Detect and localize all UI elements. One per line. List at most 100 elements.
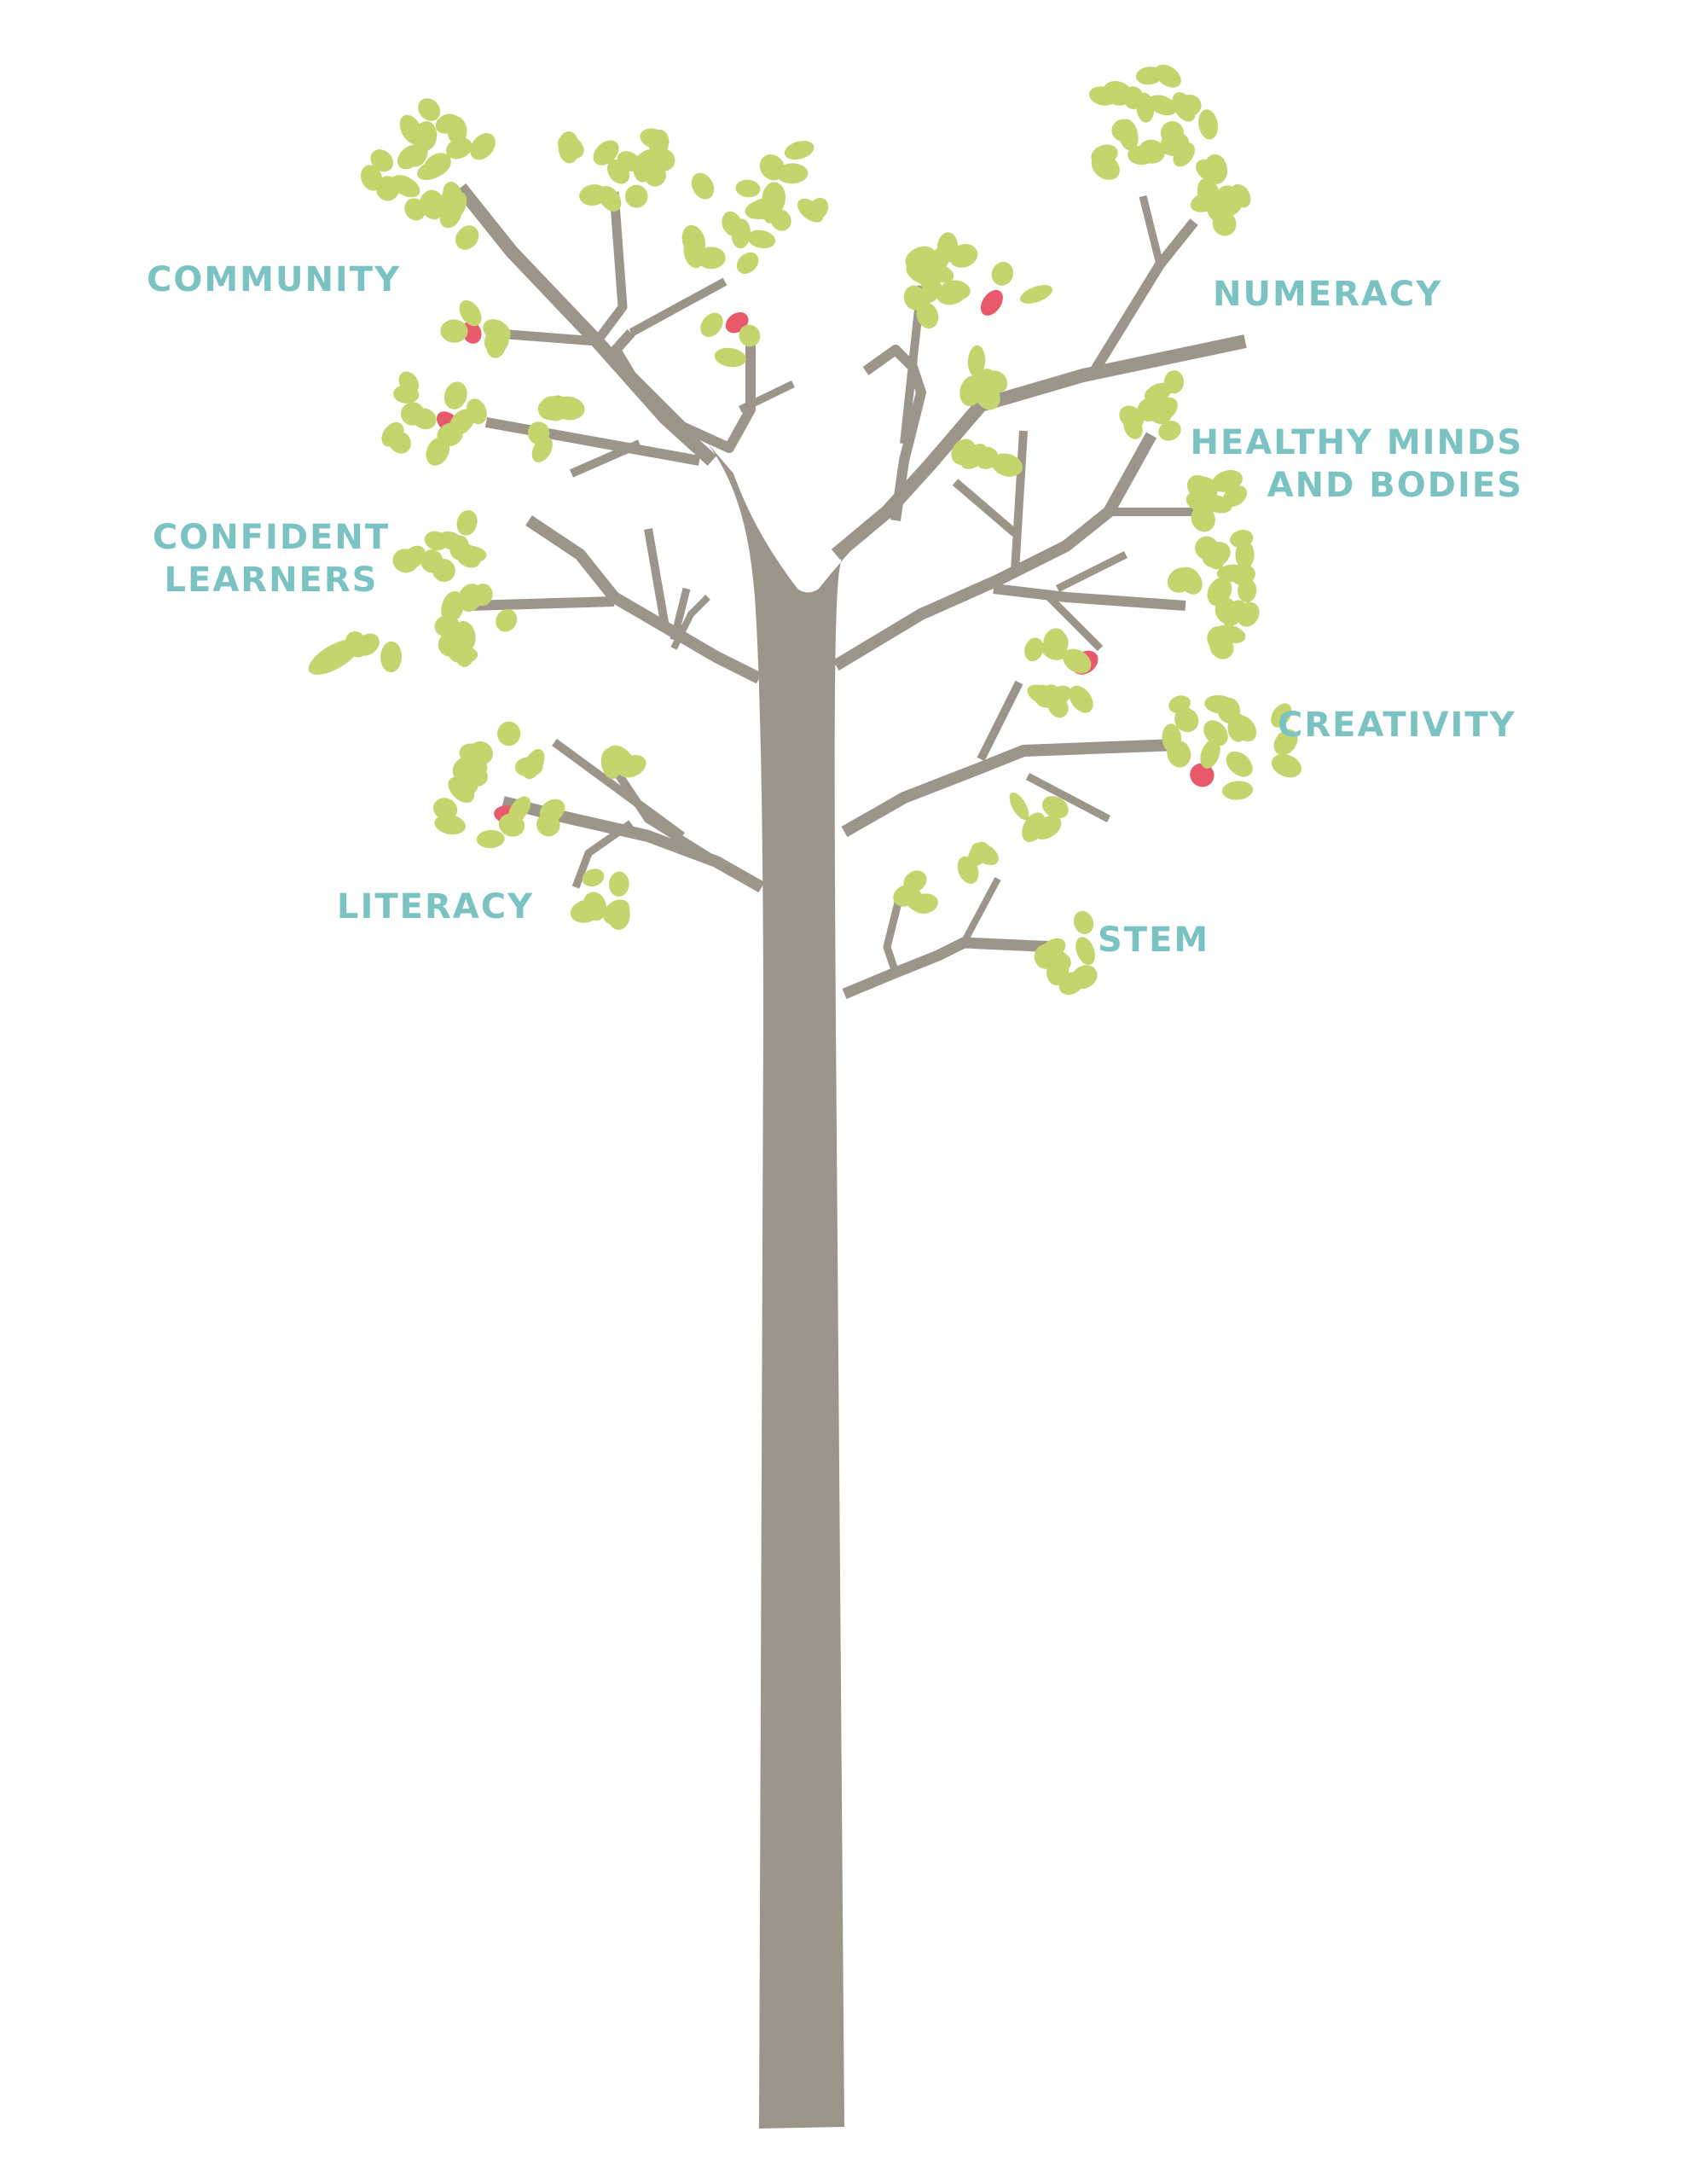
tree-branch [841, 739, 1178, 838]
leaf [1198, 109, 1219, 140]
leaf [1118, 119, 1139, 151]
accent-leaf [461, 321, 482, 344]
leaf [1168, 695, 1191, 713]
leaf [1144, 382, 1173, 404]
leaf [598, 185, 622, 212]
leaf [700, 312, 723, 337]
tree-branch [883, 894, 904, 974]
leaf [470, 133, 496, 160]
tree-branches [455, 183, 1247, 999]
leaf [1063, 648, 1092, 674]
leaf [1033, 816, 1062, 839]
leaf [537, 398, 562, 421]
leaf [714, 347, 746, 368]
leaf [747, 229, 776, 249]
leaf [497, 721, 521, 746]
leaf [380, 641, 403, 673]
label-confident-learners: CONFIDENT LEARNERS [152, 518, 391, 600]
leaf [583, 892, 607, 921]
leaf [991, 261, 1014, 286]
leaf [1222, 485, 1248, 508]
tree-branch [501, 796, 765, 893]
leaf [1154, 397, 1178, 421]
leaf [424, 531, 449, 551]
leaf [407, 142, 428, 167]
leaf [539, 799, 565, 823]
tree-branch [831, 334, 1247, 561]
leaf [617, 754, 646, 778]
leaf [1271, 753, 1301, 778]
tree-trunk [708, 444, 917, 2129]
leaf [1009, 792, 1029, 821]
leaf [441, 591, 462, 622]
leaf [1158, 421, 1181, 441]
tree-branch [1046, 594, 1104, 652]
leaf [1148, 95, 1178, 116]
tree-branch [960, 877, 1001, 944]
leaf [722, 211, 742, 236]
leaf [971, 842, 999, 866]
leaf [456, 509, 478, 536]
label-healthy-minds-and-bodies: HEALTHY MINDS AND BODIES [1190, 423, 1523, 505]
leaf [437, 422, 463, 447]
leaf [1191, 505, 1215, 532]
leaf [1069, 685, 1093, 713]
leaf [1193, 476, 1218, 502]
leaf [420, 189, 443, 214]
leaf [1154, 64, 1181, 88]
leaf [691, 172, 715, 200]
accent-leaf [980, 289, 1003, 316]
leaf [375, 176, 400, 201]
tree-branch [552, 738, 685, 840]
tree-branch [993, 584, 1186, 611]
leaf [1237, 601, 1260, 627]
leaf [603, 899, 630, 925]
leaf [1204, 694, 1236, 714]
leaf [901, 885, 925, 912]
leaf [770, 209, 791, 231]
leaf [735, 179, 761, 198]
leaf [1238, 578, 1257, 603]
leaf [648, 130, 670, 157]
leaf [440, 319, 468, 343]
leaf [1230, 530, 1254, 548]
leaf [1071, 965, 1098, 990]
leaf [948, 244, 978, 268]
leaf [1041, 796, 1069, 819]
label-community: COMMUNITY [147, 260, 402, 299]
leaf [951, 439, 977, 466]
leaf [926, 247, 950, 274]
tree-branch [571, 820, 634, 889]
accent-leaf [1190, 763, 1215, 787]
tree-branch [1055, 550, 1128, 593]
tree-branch [977, 680, 1023, 762]
leaf [903, 285, 926, 311]
label-literacy: LITERACY [337, 887, 535, 926]
leaf [1039, 684, 1061, 709]
leaf [697, 247, 726, 270]
tree-branch [670, 587, 691, 642]
tree-branch [1139, 195, 1164, 266]
leaf [1128, 145, 1155, 166]
leaf [452, 757, 476, 781]
leaf [941, 280, 971, 300]
leaf [1222, 781, 1254, 800]
leaf [1119, 405, 1144, 430]
leaf [449, 535, 469, 561]
leaf [1273, 729, 1298, 756]
leaf [393, 385, 420, 404]
leaf [751, 198, 777, 220]
leaf [683, 237, 704, 269]
leaf [443, 381, 467, 410]
leaf [1073, 910, 1094, 935]
tree-branch [484, 417, 701, 466]
leaf [1226, 751, 1253, 777]
leaf [1215, 624, 1246, 644]
leaf [459, 299, 482, 327]
tree-branch [468, 596, 615, 611]
leaf [985, 370, 1008, 393]
tree-branch [593, 191, 628, 345]
leaf [432, 798, 458, 821]
leaf [1271, 703, 1292, 728]
